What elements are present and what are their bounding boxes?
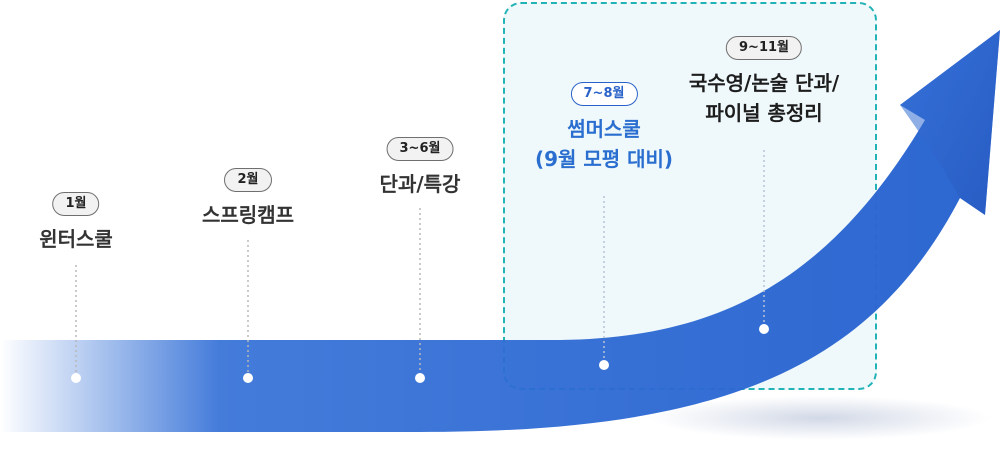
stage-winter-school: 1월 윈터스쿨 [39,192,113,254]
period-badge: 2월 [224,168,272,192]
period-badge: 7~8월 [570,82,638,106]
milestone-dot [243,373,253,383]
arrow-shadow [650,396,990,440]
period-badge: 1월 [52,192,100,216]
milestone-dot [415,373,425,383]
stage-label: 국수영/논술 단과/ 파이널 총정리 [688,71,840,125]
milestone-dot [759,324,769,334]
milestone-dot [71,373,81,383]
period-badge: 3~6월 [386,137,454,161]
stage-label: 단과/특강 [379,172,461,196]
arrow-body [0,30,1000,432]
arrow-head [900,30,1000,215]
period-badge: 9~11월 [726,36,802,60]
connector-lines [71,150,769,383]
stage-spring-camp: 2월 스프링캠프 [202,168,294,230]
milestone-dot [599,360,609,370]
stage-label: 썸머스쿨 (9월 모평 대비) [534,117,674,171]
stage-subject-lectures: 3~6월 단과/특강 [379,137,461,199]
stage-label: 스프링캠프 [202,203,294,227]
stage-summer-school: 7~8월 썸머스쿨 (9월 모평 대비) [535,82,673,174]
stage-final-review: 9~11월 국수영/논술 단과/ 파이널 총정리 [689,36,839,128]
stage-label: 윈터스쿨 [39,227,113,251]
